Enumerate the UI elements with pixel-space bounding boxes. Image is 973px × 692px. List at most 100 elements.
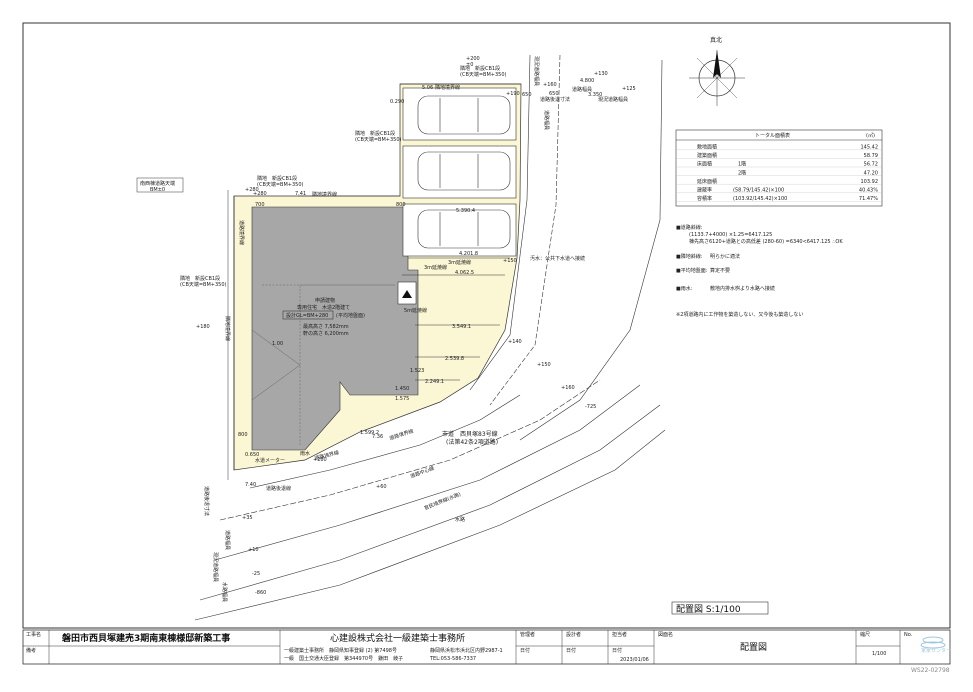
label-rinchi-upper: 隣地境界線 xyxy=(312,191,337,198)
date-label-2: 日付 xyxy=(566,647,576,654)
svg-text:650: 650 xyxy=(522,92,532,98)
note-line: 棟先高さ6120+道路との高低差 (280-60) =6340<6417.125… xyxy=(689,238,843,245)
svg-text:7.36: 7.36 xyxy=(372,434,383,440)
svg-text:+280: +280 xyxy=(245,187,259,193)
label-setback-top: 道路後退寸法 xyxy=(540,96,570,103)
caution-note: ※2項道路内に工作物を築造しない、又今後も築造しない xyxy=(676,311,803,318)
area-table-unit: (㎡) xyxy=(866,132,875,139)
svg-text:+60: +60 xyxy=(376,484,387,490)
label-neighbor-tag: 南西棟道路天端 xyxy=(140,180,175,187)
building-label-4: 最高高さ 7,582mm xyxy=(303,323,349,330)
svg-text:-725: -725 xyxy=(585,404,596,410)
label-left-vert3: 現況道路幅員 xyxy=(212,552,219,582)
svg-text:800: 800 xyxy=(238,432,248,438)
svg-text:5.390.4: 5.390.4 xyxy=(456,208,475,214)
area-row-value: 40.43% xyxy=(859,188,878,194)
svg-text:+130: +130 xyxy=(594,71,608,77)
svg-text:+150: +150 xyxy=(503,258,517,264)
label-waterway: 水路 xyxy=(455,516,465,523)
note-item: ■道路斜線:(1133.7+4000) ×1.25=6417.125棟先高さ61… xyxy=(676,224,843,245)
office-line-1: 一級建築士事務所 静岡県知事登録 (2) 第7498号 xyxy=(284,647,397,654)
area-table-title: トータル面積表 xyxy=(755,132,790,139)
area-row-formula: (58.79/145.42)×100 xyxy=(733,188,784,194)
building-label-3: 設計GL=BM+280 xyxy=(286,312,328,319)
office-tel: TEL:053-586-7337 xyxy=(429,656,476,662)
no-label: No. xyxy=(904,632,913,638)
svg-text:1.450: 1.450 xyxy=(395,386,409,392)
north-needle-icon xyxy=(713,50,721,78)
company-logo-icon xyxy=(920,636,946,649)
svg-text:650: 650 xyxy=(549,91,559,97)
building-label-1: 申請建物 xyxy=(315,297,335,304)
label-neighbor-b2: (CB天端=BM+350) xyxy=(355,136,402,143)
svg-text:+200: +200 xyxy=(466,56,480,62)
note-line: 明らかに適法 xyxy=(710,253,740,260)
label-sewer: 汚水：公共下水道へ接続 xyxy=(530,255,585,262)
note-line: (1133.7+4000) ×1.25=6417.125 xyxy=(689,232,772,238)
area-row-formula: (103.92/145.42)×100 xyxy=(733,196,787,202)
label-left-vert2: 道路幅員 xyxy=(224,530,231,550)
label-road-center: 道路中心線 xyxy=(409,465,435,480)
label-waterway-name: 官民境界線(水路) xyxy=(423,491,462,512)
svg-text:±0: ±0 xyxy=(466,62,473,68)
svg-text:+150: +150 xyxy=(537,362,551,368)
note-head: ■隣地斜線: xyxy=(676,253,703,260)
drawing-date: 2023/01/06 xyxy=(620,657,649,663)
svg-text:+160: +160 xyxy=(543,82,557,88)
label-road-law: (法第42条2項道路) xyxy=(446,438,498,446)
label-rinchi-top: 隣地境界線 xyxy=(435,84,460,91)
document-code: WS22-02798 xyxy=(911,667,950,674)
manager-label: 管理者 xyxy=(520,631,535,638)
area-row-label: 建蔽率 xyxy=(697,187,712,194)
office-line-2: 一級 国土交通大臣登録 第344970号 鎌田 綾子 xyxy=(284,655,403,662)
notes: ■道路斜線:(1133.7+4000) ×1.25=6417.125棟先高さ61… xyxy=(676,224,843,292)
svg-text:-860: -860 xyxy=(255,590,266,596)
plan-labels: 隣地境界線 隣地境界線 道路幅員 道路後退寸法 現況道路幅員 3m延焼線 5m延… xyxy=(136,56,628,602)
site-plan xyxy=(194,54,666,621)
label-neighbor-a2: (CB天端=BM+350) xyxy=(460,71,507,78)
company-name: 心建設株式会社一級建築士事務所 xyxy=(330,632,465,644)
office-address: 静岡県浜松市浜北区内野2987-1 xyxy=(430,647,503,654)
area-row-value: 58.79 xyxy=(864,153,878,159)
area-table-row: 建蔽率 (58.79/145.42)×100 40.43% xyxy=(676,187,882,194)
drawing-border xyxy=(22,22,951,629)
label-right-vert2: 現況道路幅員 xyxy=(533,56,540,86)
svg-text:4.201.8: 4.201.8 xyxy=(459,251,478,257)
label-neighbor-a: 隣地 新設CB1段 xyxy=(460,65,500,72)
note-head: ■雨水: xyxy=(676,285,693,292)
svg-text:+280: +280 xyxy=(313,457,327,463)
svg-text:0.650: 0.650 xyxy=(245,452,259,458)
area-row-sub: 1階 xyxy=(738,161,746,168)
label-road-width-top: 道路幅員 xyxy=(572,86,592,93)
label-5m-line: 5m延焼線 xyxy=(404,307,427,314)
person-label: 担当者 xyxy=(612,631,627,638)
building-labels: 申請建物 専用住宅 木造2階建て 設計GL=BM+280 (平均地盤面) 最高高… xyxy=(282,297,365,337)
project-label: 工事名 xyxy=(26,631,41,638)
date-label-3: 日付 xyxy=(612,647,622,654)
label-meter: 水道メーター xyxy=(255,457,285,464)
label-neighbor-d2: (CB天端=BM+350) xyxy=(180,281,227,288)
svg-text:3.549.1: 3.549.1 xyxy=(452,324,471,330)
drawing-name: 配置図 xyxy=(740,642,767,653)
label-rinchi-left: 隣地境界線 xyxy=(224,316,231,341)
plan-dimensions: +200 ±0 +190 +160 +130 +125 +280 +180 +1… xyxy=(196,56,636,596)
scale-label: 配置図 S:1/100 xyxy=(676,604,741,615)
svg-text:1.575: 1.575 xyxy=(395,396,409,402)
label-neighbor-c2: (CB天端=BM+350) xyxy=(257,181,304,188)
label-neighbor-d: 隣地 新設CB1段 xyxy=(180,275,220,282)
svg-text:+280: +280 xyxy=(253,191,267,197)
drawing-name-label: 図面名 xyxy=(658,631,673,638)
building-label-2: 専用住宅 木造2階建て xyxy=(297,304,350,311)
note-item: ■隣地斜線: 明らかに適法 xyxy=(676,253,740,260)
svg-text:2.249.1: 2.249.1 xyxy=(425,379,444,385)
svg-text:4.800: 4.800 xyxy=(580,78,594,84)
svg-text:+160: +160 xyxy=(561,385,575,391)
note-head: ■道路斜線: xyxy=(676,224,703,231)
svg-text:+125: +125 xyxy=(622,86,636,92)
area-row-value: 103.92 xyxy=(861,179,879,185)
